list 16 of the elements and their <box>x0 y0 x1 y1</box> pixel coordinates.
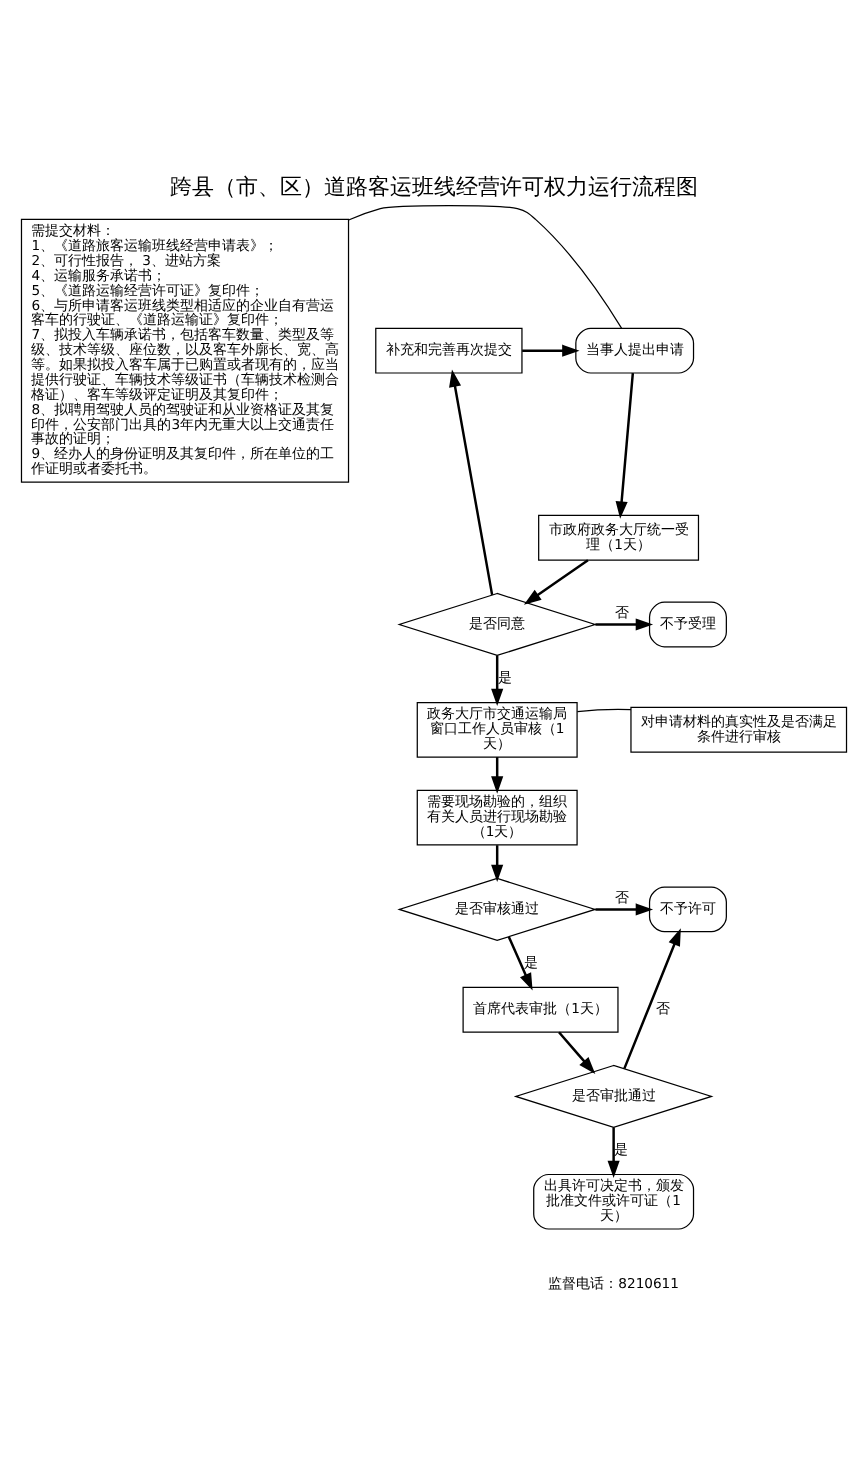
arrow <box>523 559 589 605</box>
arrow <box>595 618 654 631</box>
connector <box>576 708 632 713</box>
arrow <box>522 344 580 357</box>
arrow <box>507 936 533 991</box>
arrow <box>615 373 635 519</box>
arrow <box>491 845 504 883</box>
arrow <box>623 928 681 1070</box>
connector <box>348 205 623 329</box>
arrow <box>607 1127 620 1179</box>
arrow <box>491 757 504 794</box>
arrow <box>491 655 504 707</box>
diagram-title: 跨县（市、区）道路客运班线经营许可权力运行流程图 <box>170 173 698 200</box>
arrow <box>558 1031 596 1075</box>
arrow <box>449 369 494 596</box>
arrow <box>595 903 654 916</box>
